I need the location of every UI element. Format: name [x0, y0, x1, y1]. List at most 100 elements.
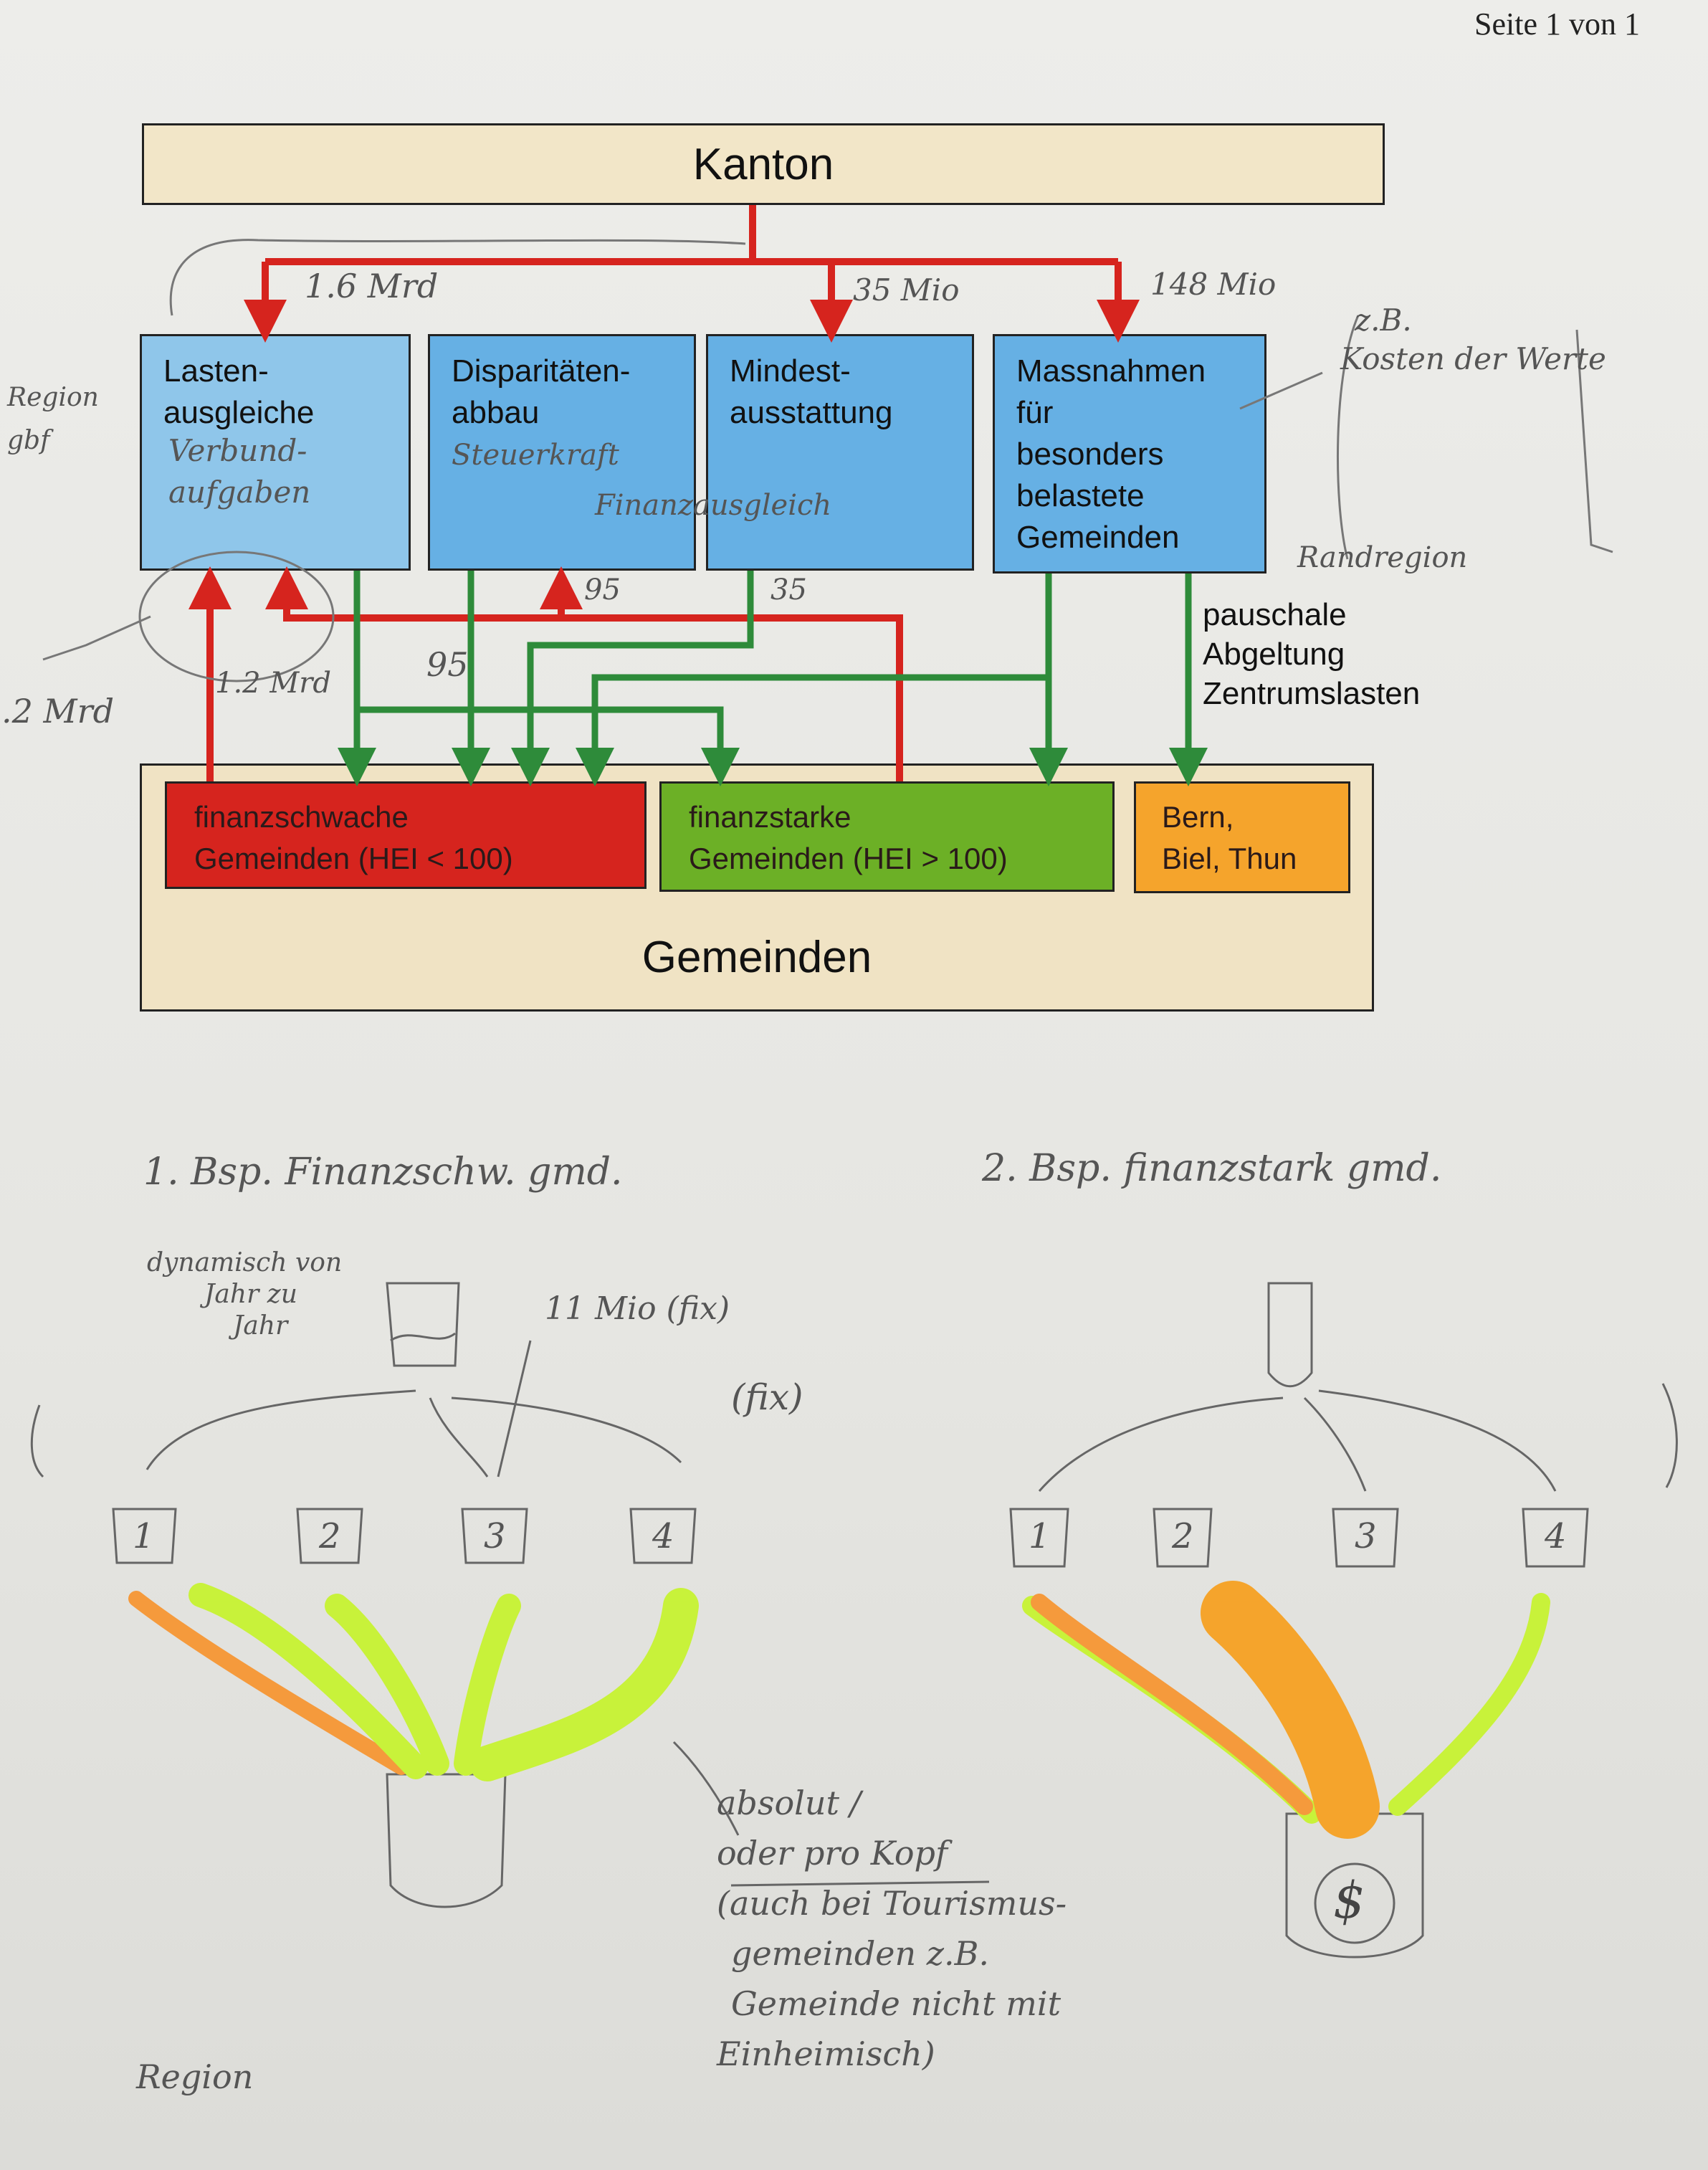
ex2-flow-4 [1318, 1389, 1557, 1492]
ex2-pot-4 [1522, 1508, 1589, 1568]
ex2-bottom-pot [1285, 1812, 1424, 1959]
absolut-note-3: (auch bei Tourismus- [717, 1884, 1067, 1923]
ex1-green-arrow-a [189, 1583, 428, 1779]
ex1-flow-1 [145, 1389, 416, 1470]
ex2-flow-1 [1038, 1396, 1284, 1492]
ex2-green-arrow-right [1388, 1593, 1550, 1816]
absolut-note-1: absolut / [717, 1784, 862, 1822]
lasten-branch [357, 706, 740, 786]
ex1-top-pot-wave [390, 1332, 456, 1342]
finanzschwache-box: finanzschwache Gemeinden (HEI < 100) [165, 781, 647, 889]
ex2-pot-3 [1332, 1508, 1399, 1568]
annotation-lasten-amount: 1.6 Mrd [305, 267, 439, 305]
green-payout-arrows [338, 571, 1208, 786]
ex1-orange-arrow [128, 1591, 409, 1775]
massnahmen-box: Massnahmen für besonders belastete Gemei… [993, 334, 1266, 574]
gemeinden-label: Gemeinden [641, 933, 872, 982]
ex2-pot-label-3: 3 [1355, 1516, 1377, 1556]
ex1-pot-4 [629, 1508, 697, 1564]
signature: Region [136, 2057, 254, 2096]
example2-highlight-arrows [1022, 1581, 1550, 1839]
schwach-line-1: finanzschwache [194, 800, 409, 834]
annotation-ex1-dynamic: dynamisch von Jahr zu Jahr [147, 1247, 342, 1342]
ex2-pot-1 [1009, 1508, 1069, 1568]
ex1-11mio-line [497, 1340, 532, 1477]
stark-line-2: Gemeinden (HEI > 100) [689, 842, 1008, 875]
stark-to-lasten [265, 566, 903, 781]
ex1-dyn-3: Jahr [233, 1311, 288, 1341]
ex1-green-arrow-c [454, 1594, 521, 1776]
annotation-randregion: Randregion [1297, 541, 1468, 574]
pencil-top-loop [169, 239, 746, 316]
ex1-dyn-2: Jahr zu [204, 1280, 297, 1309]
ex1-fix-bracket-l [30, 1404, 44, 1478]
bern-biel-thun-box: Bern, Biel, Thun [1134, 781, 1350, 893]
annotation-mass-note: z.B. Kosten der Werte [1340, 301, 1606, 379]
pencil-marks [42, 239, 1613, 682]
mind-line-2: ausstattung [730, 395, 893, 430]
annotation-12-b: .2 Mrd [1, 692, 115, 731]
example1-sketch [30, 1282, 990, 1908]
ex1-pot-1 [112, 1508, 177, 1564]
bern-line-1: Bern, [1162, 800, 1234, 834]
mass-line-2: für [1016, 395, 1054, 430]
lasten-note-1: Verbund- [168, 433, 307, 468]
page-number: Seite 1 von 1 [1474, 6, 1640, 42]
mindestausstattung-box: Mindest- ausstattung [706, 334, 974, 571]
ex2-bracket-r [1661, 1383, 1678, 1488]
mass-line-1: Massnahmen [1016, 353, 1206, 389]
ex1-bottom-pot [386, 1773, 507, 1908]
ex1-pot-label-2: 2 [319, 1516, 341, 1556]
ex2-orange-arrow-left [1031, 1594, 1313, 1815]
annotation-ex1-11mio: 11 Mio (fix) [545, 1290, 730, 1327]
disp-note-2: Finanzausgleich [595, 489, 832, 522]
absolut-note-4: gemeinden z.B. [731, 1934, 990, 1973]
disp-line-1: Disparitäten- [452, 353, 631, 389]
finanzstarke-box: finanzstarke Gemeinden (HEI > 100) [659, 781, 1115, 892]
ex2-flow-3 [1303, 1396, 1367, 1492]
ex1-flow-4 [451, 1396, 682, 1464]
ex1-pot-2 [296, 1508, 363, 1564]
kanton-box: Kanton [142, 123, 1385, 205]
lasten-note-2: aufgaben [168, 475, 311, 510]
annotation-95-a: 95 [584, 574, 621, 606]
red-funding-arrows [189, 205, 1140, 781]
annotation-left-note: Region gbf [7, 376, 99, 462]
mass-line-4: belastete [1016, 478, 1145, 513]
pencil-bracket-2 [1575, 329, 1613, 553]
pauschale-line-1: pauschale [1203, 597, 1347, 632]
annotation-ex1-fix: (fix) [731, 1376, 803, 1418]
ex1-underline [730, 1880, 990, 1887]
mass-path [576, 574, 1052, 786]
ex2-pot-label-4: 4 [1545, 1516, 1567, 1556]
pauschale-line-2: Abgeltung [1203, 637, 1345, 672]
mass-note-2: Kosten der Werte [1340, 341, 1606, 376]
mass-note-1: z.B. [1355, 303, 1412, 338]
left-note-1: Region [7, 383, 99, 412]
absolut-note-6: Einheimisch) [717, 2035, 935, 2073]
ex2-pot-2 [1153, 1508, 1213, 1568]
ex1-pot-label-4: 4 [652, 1516, 674, 1556]
schwach-line-2: Gemeinden (HEI < 100) [194, 842, 513, 875]
pauschale-line-3: Zentrumslasten [1203, 676, 1421, 711]
ex1-top-pot [386, 1282, 460, 1367]
disp-line-2: abbau [452, 395, 540, 430]
left-note-2: gbf [7, 426, 50, 455]
pencil-line-left [42, 615, 151, 661]
example2-title: 2. Bsp. finanzstark gmd. [982, 1147, 1442, 1190]
pencil-ellipse [138, 551, 335, 682]
ex1-dyn-1: dynamisch von [147, 1248, 343, 1277]
pauschale-label: pauschale Abgeltung Zentrumslasten [1203, 595, 1420, 713]
lasten-line-1: Lasten- [163, 353, 269, 389]
ex2-dollar-circle [1314, 1862, 1395, 1944]
ex2-orange-big-arrow [1201, 1581, 1380, 1839]
annotation-mind-amount: 35 Mio [853, 272, 960, 308]
stark-line-1: finanzstarke [689, 800, 851, 834]
annotation-95-b: 95 [426, 645, 469, 684]
ex1-note-line [672, 1741, 740, 1836]
ex1-pot-label-1: 1 [133, 1516, 155, 1556]
mind-path [511, 571, 754, 786]
mass-line-3: besonders [1016, 437, 1164, 472]
disp-note-1: Steuerkraft [452, 439, 619, 472]
